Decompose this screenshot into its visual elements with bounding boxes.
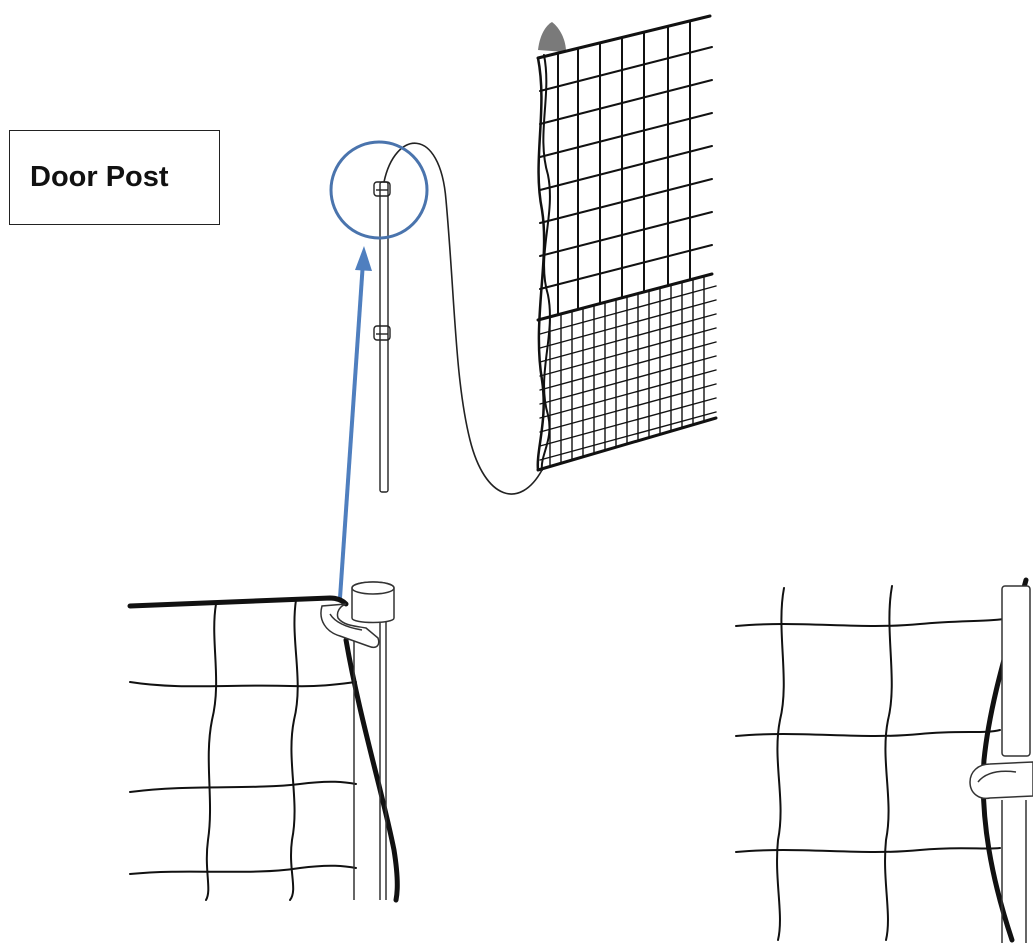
net-clip-right — [969, 761, 1033, 800]
highlight-circle — [329, 140, 429, 240]
mesh-line — [539, 211, 713, 257]
net-detail-left — [127, 595, 400, 903]
door-post-label-box: Door Post — [9, 130, 220, 225]
mesh-line — [539, 285, 717, 335]
mesh-line — [539, 145, 713, 191]
mesh-line — [539, 178, 713, 224]
post-overview — [373, 142, 543, 495]
mesh-line — [539, 411, 717, 461]
post-clip-middle — [373, 325, 391, 341]
mesh-line — [539, 355, 717, 405]
mesh-line — [539, 383, 717, 433]
cord-loop — [383, 142, 543, 495]
net-panel-overview — [536, 14, 718, 472]
mesh-line — [539, 79, 713, 125]
mesh-line — [539, 397, 717, 447]
post-clip-top — [373, 181, 391, 197]
flag-icon — [538, 22, 566, 52]
mesh-line — [539, 313, 717, 363]
net-clip — [320, 603, 380, 649]
mesh-line — [539, 341, 717, 391]
post-detail-left — [320, 581, 395, 900]
pointer-arrow — [338, 246, 372, 599]
post-detail-right — [969, 585, 1033, 943]
mesh-line — [539, 327, 717, 377]
mesh-line — [539, 46, 713, 92]
mesh-line — [539, 369, 717, 419]
net-detail-right — [735, 577, 1029, 943]
door-post-label: Door Post — [30, 161, 169, 193]
mesh-line — [539, 112, 713, 158]
mesh-line — [539, 244, 713, 290]
mesh-line — [539, 299, 717, 349]
